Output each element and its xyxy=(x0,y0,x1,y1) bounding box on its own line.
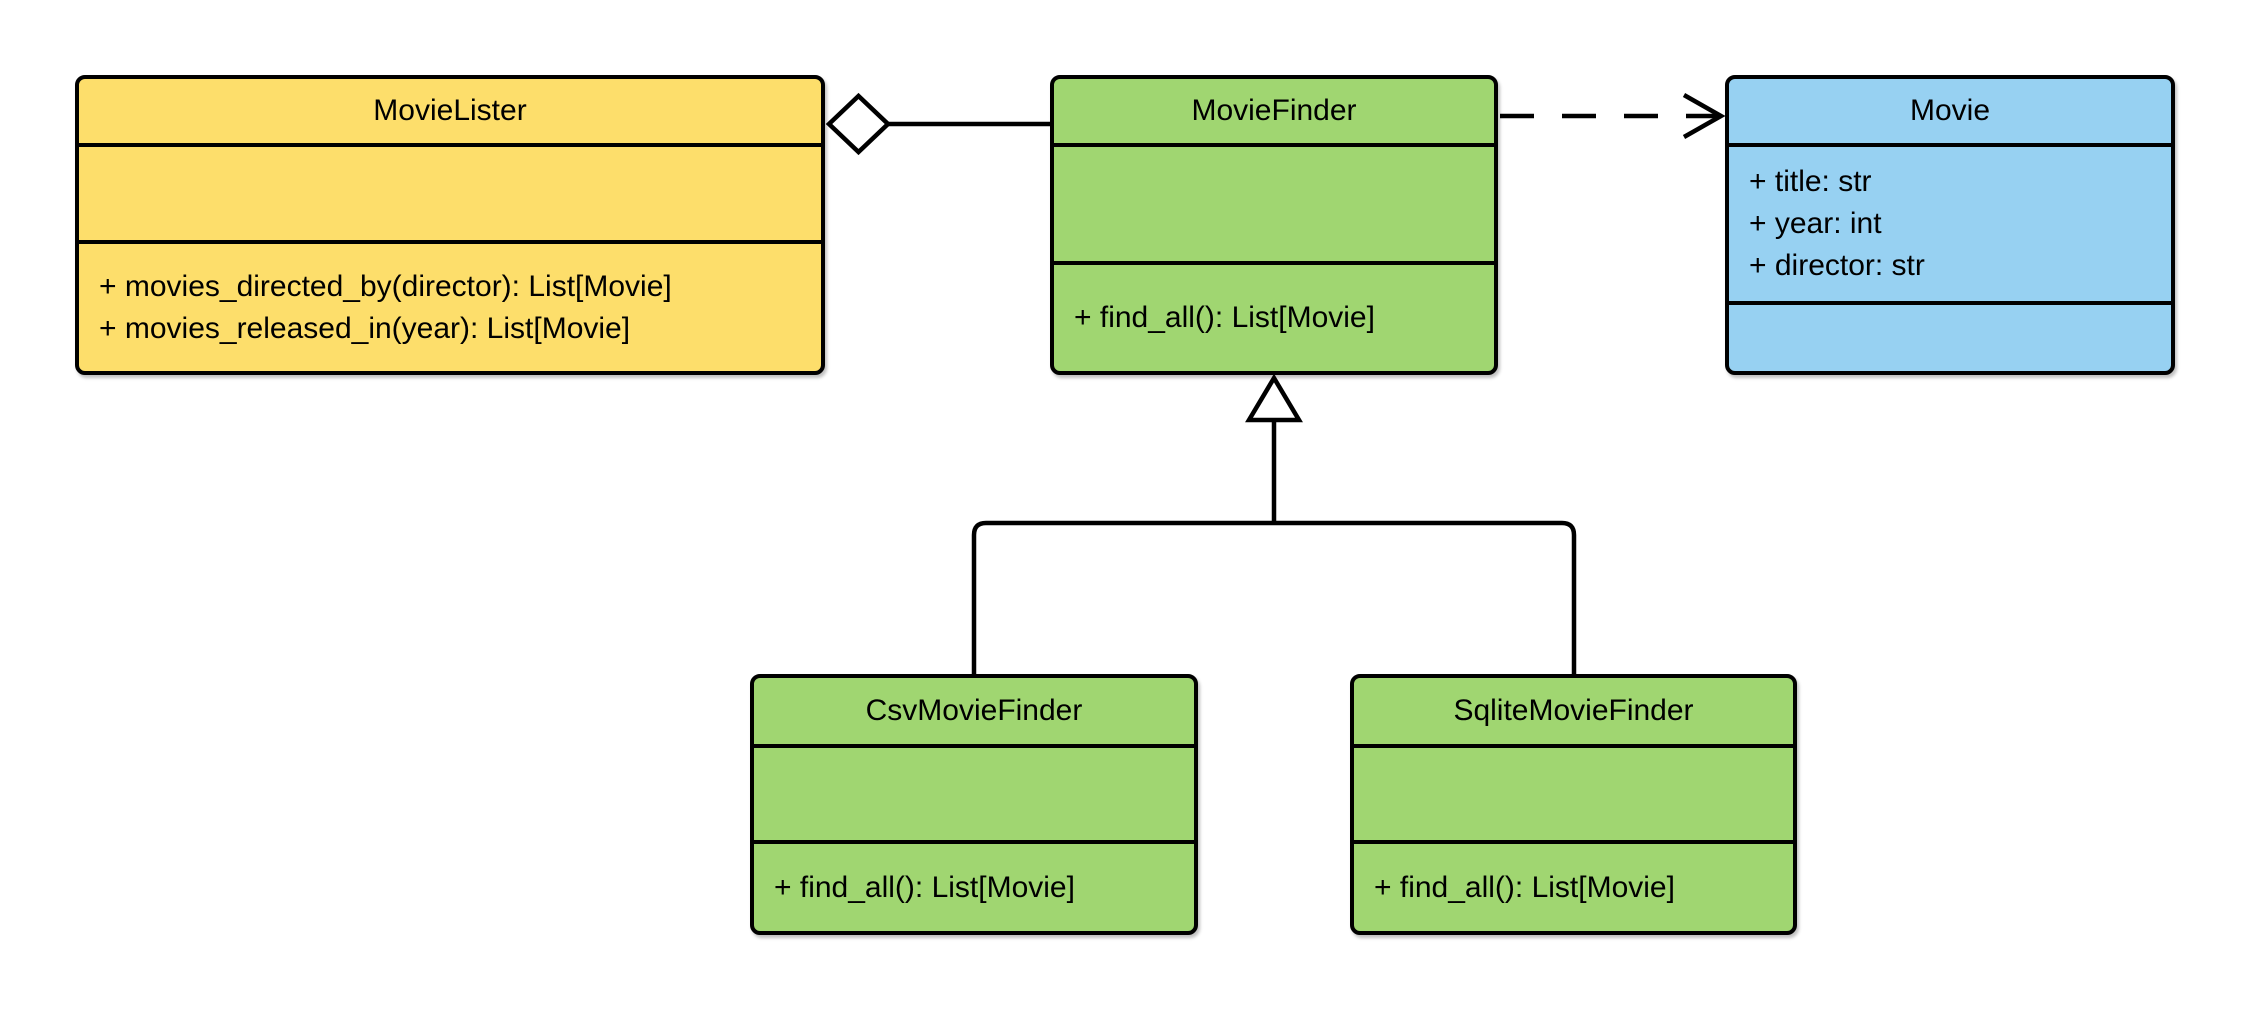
generalization-connector xyxy=(971,373,1577,674)
methods-compartment: + find_all(): List[Movie] xyxy=(754,840,1194,931)
class-title: Movie xyxy=(1909,94,1991,127)
attributes-compartment xyxy=(754,744,1194,840)
method-item: + find_all(): List[Movie] xyxy=(774,870,1075,904)
class-box-movielister: MovieLister + movies_directed_by(directo… xyxy=(75,75,825,375)
class-box-moviefinder: MovieFinder + find_all(): List[Movie] xyxy=(1050,75,1498,375)
aggregation-diamond-icon xyxy=(825,92,892,156)
methods-compartment: + find_all(): List[Movie] xyxy=(1354,840,1793,931)
attributes-compartment: + title: str + year: int + director: str xyxy=(1729,143,2171,301)
generalization-triangle-icon xyxy=(1245,373,1303,423)
attributes-compartment xyxy=(79,143,821,240)
class-title: CsvMovieFinder xyxy=(865,694,1083,727)
attribute-item: + year: int xyxy=(1749,207,1882,240)
aggregation-connector xyxy=(825,92,1052,156)
methods-compartment: + movies_directed_by(director): List[Mov… xyxy=(79,240,821,371)
class-box-movie: Movie + title: str + year: int + directo… xyxy=(1725,75,2175,375)
method-item: + find_all(): List[Movie] xyxy=(1074,301,1375,334)
method-item: + movies_released_in(year): List[Movie] xyxy=(99,311,631,345)
class-title: MovieLister xyxy=(373,94,527,127)
methods-compartment: + find_all(): List[Movie] xyxy=(1054,261,1494,371)
class-box-csvmoviefinder: CsvMovieFinder + find_all(): List[Movie] xyxy=(750,674,1198,935)
dependency-connector xyxy=(1500,93,1726,139)
dependency-arrowhead-icon xyxy=(1682,93,1726,139)
attributes-compartment xyxy=(1054,143,1494,261)
attributes-compartment xyxy=(1354,744,1793,840)
method-item: + movies_directed_by(director): List[Mov… xyxy=(99,269,672,303)
method-item: + find_all(): List[Movie] xyxy=(1374,870,1675,904)
class-title: MovieFinder xyxy=(1191,94,1357,127)
attribute-item: + title: str xyxy=(1749,165,1872,198)
class-title: SqliteMovieFinder xyxy=(1453,694,1694,727)
class-box-sqlitemoviefinder: SqliteMovieFinder + find_all(): List[Mov… xyxy=(1350,674,1797,935)
methods-compartment xyxy=(1729,301,2171,371)
attribute-item: + director: str xyxy=(1749,249,1925,282)
generalization-branch-line xyxy=(971,520,1577,674)
